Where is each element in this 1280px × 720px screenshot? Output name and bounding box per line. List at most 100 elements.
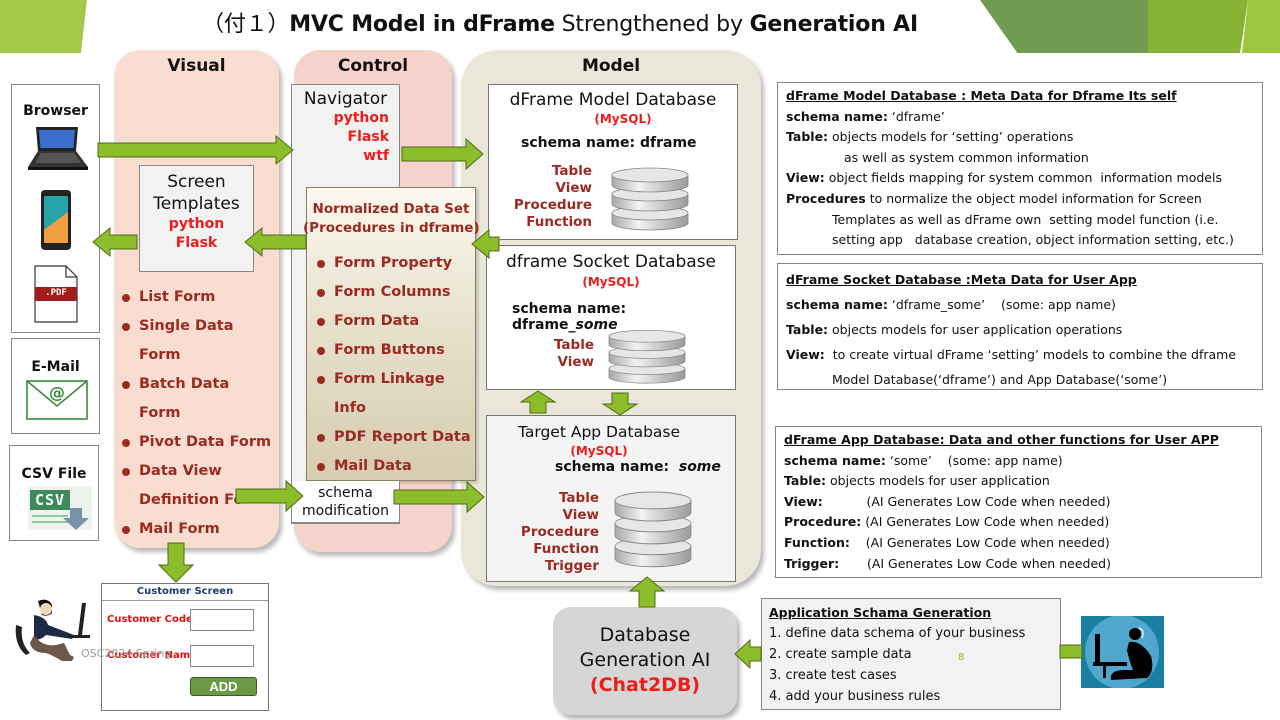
description-line: as well as system common information [786,148,1254,169]
app-schema-gen-heading: Application Schama Generation [769,605,992,620]
db-object-kind: View [555,180,592,196]
title-mid: Strengthened by [554,12,750,37]
target-db-schema-value: some [678,459,721,475]
description-line: Procedures to normalize the object model… [786,189,1254,210]
customer-name-label: Customer Name [107,650,197,661]
list-item: List Form [121,283,281,312]
schema-gen-step: 4. add your business rules [769,689,941,704]
header-band-right [1148,0,1248,53]
list-item: Form Linkage [316,365,475,394]
list-item: Batch Data [121,370,281,399]
bullet-icon [317,260,325,268]
arrow-templates-to-browser [92,226,138,258]
description-text: object fields mapping for system common … [824,170,1222,186]
db-object-kind: Function [526,214,592,230]
screen-templates-box: Screen Templates python Flask [139,165,254,272]
arrow-operator-to-schema-gen [1059,644,1083,659]
model-db-schema: schema name: dframe [521,135,697,151]
normalized-data-set-title-line1: Normalized Data Set [312,201,470,217]
description-label: Table: [786,129,829,145]
description-text: as well as system common information [844,149,1089,165]
description-label: Procedure: [784,514,862,530]
model-db-schema-label: schema name: [521,135,640,151]
list-item-label: Pivot Data Form [139,434,272,450]
description-label: schema name: [786,297,888,312]
description-line: Function: (AI Generates Low Code when ne… [784,533,1253,554]
database-cylinder-icon [608,329,686,384]
description-label: schema name: [784,452,886,468]
list-item-label: Mail Data [334,458,412,474]
description-line: Templates as well as dFrame own setting … [786,210,1254,231]
list-item: Mail Data [316,452,475,481]
bullet-icon [122,294,130,302]
list-item-continuation: Definition Fo [139,492,244,508]
list-item-continuation: Form [139,405,181,421]
arrow-nds-to-templates [244,226,307,258]
svg-text:@: @ [49,383,65,402]
customer-code-input[interactable] [190,609,254,631]
target-db-title: Target App Database [517,423,681,441]
customer-screen-mock: Customer Screen Customer Code Customer N… [101,583,269,711]
socket-db-schema-value: some [575,317,618,333]
email-label: E-Mail [31,359,80,375]
list-item-label: Data View [139,463,222,479]
bullet-icon [317,318,325,326]
socket-db-schema-label: schema name: dframe_ [512,301,627,333]
description-label: View: [786,347,825,362]
model-db-engine: (MySQL) [594,112,652,126]
customer-screen-title: Customer Screen [102,584,268,601]
bullet-icon [122,323,130,331]
watermark: OSC2024 Spring [81,647,172,660]
title-prefix: （付１） [202,12,290,37]
customer-code-label: Customer Code [107,614,193,625]
page-title: （付１）MVC Model in dFrame Strengthened by … [0,6,1120,38]
model-db-title: dFrame Model Database [509,90,717,110]
dframe-model-database-box: dFrame Model Database (MySQL) schema nam… [488,84,738,240]
schema-gen-step: 3. create test cases [769,668,897,683]
header-band-right [1242,0,1280,53]
list-item-label: Form Linkage [334,371,445,387]
list-item: Form Buttons [316,336,475,365]
description-label: schema name: [786,108,888,124]
screen-templates-title-line2: Templates [153,194,240,214]
screen-templates-tech-flask: Flask [175,235,218,251]
target-db-schema: schema name: some [555,459,721,475]
description-text: (AI Generates Low Code when needed) [849,534,1110,550]
arrow-schema-gen-to-ai [734,638,762,670]
description-text: objects models for ‘setting’ operations [828,129,1074,145]
list-item-label: Form Buttons [334,342,445,358]
smartphone-icon [41,190,71,250]
ai-gen-chat2db: (Chat2DB) [589,674,701,696]
browser-label: Browser [23,103,88,119]
pdf-label: .PDF [45,288,67,298]
arrow-schema-mod-to-target-db [393,480,485,514]
list-item: Form Columns [316,278,475,307]
db-object-kind: Procedure [520,524,599,540]
dframe-socket-database-box: dframe Socket Database (MySQL) schema na… [486,245,736,390]
db-object-kind: Table [551,163,592,179]
add-button[interactable]: ADD [190,677,257,696]
description-line: Procedure: (AI Generates Low Code when n… [784,512,1253,533]
bullet-icon [317,376,325,384]
description-label: View: [784,493,823,509]
description-text: to normalize the object model informatio… [865,190,1202,206]
list-item-continuation: Info [334,400,366,416]
application-schema-generation-box: Application Schama Generation 1. define … [761,598,1061,710]
target-db-engine: (MySQL) [570,444,628,458]
db-object-kind: Table [553,337,594,353]
description-text: Model Database(‘dframe’) and App Databas… [832,372,1168,387]
navigator-tech-flask: Flask [347,129,389,145]
bullet-icon [122,381,130,389]
list-item: Single Data [121,312,281,341]
schema-modification-line1: schema [318,485,373,501]
arrow-socket-to-target-down [601,392,639,416]
description-label: Table: [784,473,827,489]
bullet-icon [122,439,130,447]
schema-gen-step: 2. create sample data [769,647,912,662]
csv-file-box: CSV File CSV [9,445,99,541]
list-item: PDF Report Data [316,423,475,452]
db-object-kind: Trigger [544,558,599,574]
list-item: Mail Form [121,515,281,544]
customer-name-input[interactable] [190,645,254,667]
